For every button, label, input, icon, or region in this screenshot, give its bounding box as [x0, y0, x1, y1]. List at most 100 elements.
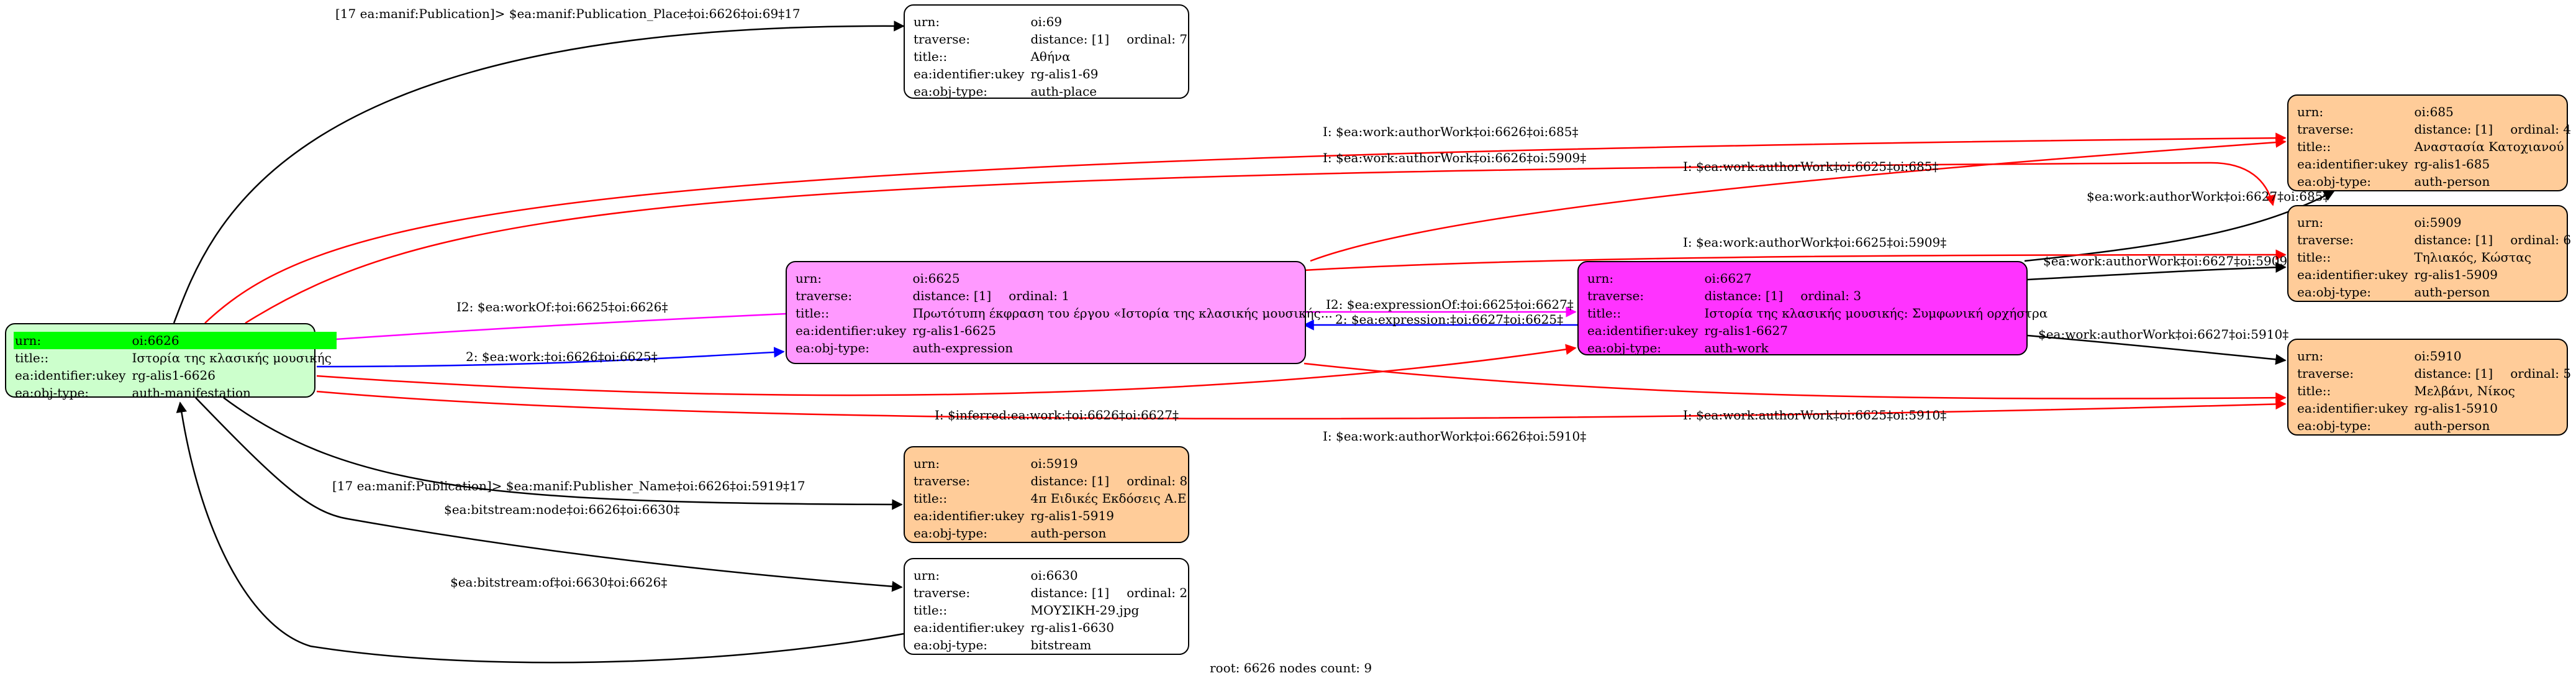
node-urn: oi:5909	[2414, 215, 2462, 230]
node-oi-5909[interactable]: urn:oi:5909 traverse:distance: [1]ordina…	[2287, 205, 2572, 302]
node-title: 4π Ειδικές Εκδόσεις Α.Ε	[1030, 491, 1187, 506]
key-traverse: traverse:	[2297, 366, 2354, 381]
edge-label-workof: I2: $ea:workOf:‡oi:6625‡oi:6626‡	[456, 299, 668, 314]
edge-bitstream-node	[195, 397, 903, 592]
key-objtype: ea:obj-type:	[15, 385, 89, 400]
node-objtype: auth-person	[2414, 174, 2490, 189]
node-oi-6626[interactable]: urn:oi:6626 title::Ιστορία της κλασικής …	[5, 323, 337, 400]
edge-label-publisher-name: [17 ea:manif:Publication]> $ea:manif:Pub…	[332, 478, 805, 493]
node-objtype: auth-person	[2414, 285, 2490, 299]
node-distance: distance: [1]	[2414, 122, 2493, 137]
key-objtype: ea:obj-type:	[914, 526, 988, 541]
key-title: title::	[2297, 383, 2331, 398]
edge-6626-authorwork-685	[204, 132, 2287, 324]
edge-6626-authorwork-5909	[245, 162, 2276, 324]
node-distance: distance: [1]	[912, 288, 992, 303]
node-title: Πρωτότυπη έκφραση του έργου «Ιστορία της…	[912, 306, 1333, 321]
node-oi-5919[interactable]: urn:oi:5919 traverse:distance: [1]ordina…	[904, 446, 1189, 543]
key-title: title::	[796, 306, 830, 321]
key-traverse: traverse:	[914, 473, 971, 488]
node-urn: oi:69	[1030, 14, 1063, 29]
edge-label-6627-authorwork-685: $ea:work:authorWork‡oi:6627‡oi:685‡	[2087, 189, 2329, 204]
key-title: title::	[914, 491, 948, 506]
edge-6625-authorwork-5909	[1304, 249, 2287, 272]
node-distance: distance: [1]	[2414, 366, 2493, 381]
node-identifier: rg-alis1-6627	[1704, 323, 1788, 338]
node-ordinal: ordinal: 2	[1127, 585, 1188, 600]
edge-label-expressionof: I2: $ea:expressionOf:‡oi:6625‡oi:6627‡	[1326, 297, 1574, 312]
node-objtype: auth-expression	[912, 340, 1014, 355]
node-ordinal: ordinal: 6	[2510, 232, 2572, 247]
key-urn: urn:	[2297, 349, 2324, 363]
edge-workof	[317, 313, 786, 345]
key-objtype: ea:obj-type:	[914, 638, 988, 652]
key-identifier: ea:identifier:ukey	[2297, 401, 2408, 416]
key-identifier: ea:identifier:ukey	[2297, 157, 2408, 171]
node-identifier: rg-alis1-5909	[2414, 267, 2498, 282]
edge-6625-authorwork-685	[1310, 137, 2287, 262]
edge-publisher-name	[223, 396, 903, 510]
edge-work	[316, 347, 785, 368]
graph-caption: root: 6626 nodes count: 9	[1210, 660, 1372, 675]
node-oi-6630[interactable]: urn:oi:6630 traverse:distance: [1]ordina…	[904, 558, 1189, 655]
node-identifier: rg-alis1-6626	[132, 368, 215, 383]
edge-label-6625-authorwork-5909: I: $ea:work:authorWork‡oi:6625‡oi:5909‡	[1683, 235, 1947, 250]
key-urn: urn:	[2297, 104, 2324, 119]
edge-label-bitstream-node: $ea:bitstream:node‡oi:6626‡oi:6630‡	[444, 502, 680, 517]
node-urn: oi:6627	[1704, 271, 1752, 286]
node-identifier: rg-alis1-5910	[2414, 401, 2498, 416]
node-distance: distance: [1]	[1030, 473, 1110, 488]
key-urn: urn:	[14, 332, 131, 349]
node-oi-6627[interactable]: urn:oi:6627 traverse:distance: [1]ordina…	[1577, 261, 2048, 355]
edge-label-expression: 2: $ea:expression:‡oi:6627‡oi:6625‡	[1335, 312, 1564, 327]
node-oi-5910[interactable]: urn:oi:5910 traverse:distance: [1]ordina…	[2287, 339, 2571, 436]
key-identifier: ea:identifier:ukey	[914, 66, 1025, 81]
node-objtype: auth-place	[1030, 84, 1097, 99]
key-identifier: ea:identifier:ukey	[2297, 267, 2408, 282]
key-title: title::	[1587, 306, 1621, 321]
key-traverse: traverse:	[2297, 122, 2354, 137]
node-ordinal: ordinal: 4	[2510, 122, 2572, 137]
edge-label-6626-authorwork-5909: I: $ea:work:authorWork‡oi:6626‡oi:5909‡	[1323, 150, 1587, 165]
node-objtype: auth-manifestation	[132, 385, 251, 400]
key-title: title::	[15, 350, 49, 365]
node-identifier: rg-alis1-685	[2414, 157, 2490, 171]
node-title: ΜΟΥΣΙΚΗ-29.jpg	[1030, 603, 1140, 618]
key-objtype: ea:obj-type:	[2297, 174, 2372, 189]
node-identifier: rg-alis1-69	[1030, 66, 1099, 81]
node-urn: oi:685	[2414, 104, 2454, 119]
edge-6627-authorwork-5909	[2027, 262, 2287, 281]
node-distance: distance: [1]	[1030, 585, 1110, 600]
node-oi-69[interactable]: urn:oi:69 traverse:distance: [1]ordinal:…	[904, 4, 1189, 99]
node-ordinal: ordinal: 7	[1127, 32, 1188, 47]
key-traverse: traverse:	[1587, 288, 1644, 303]
node-ordinal: ordinal: 1	[1009, 288, 1070, 303]
edge-6625-authorwork-5910	[1304, 362, 2287, 403]
node-urn: oi:5919	[1030, 456, 1078, 471]
node-urn: oi:6625	[912, 271, 960, 286]
edge-bitstream-of	[176, 401, 904, 664]
edge-6627-authorwork-5910	[2027, 334, 2287, 365]
node-identifier: rg-alis1-5919	[1030, 508, 1114, 523]
key-urn: urn:	[914, 14, 940, 29]
key-identifier: ea:identifier:ukey	[1587, 323, 1698, 338]
node-oi-685[interactable]: urn: oi:685 traverse: distance: [1] ordinal…	[2287, 94, 2572, 191]
node-ordinal: ordinal: 8	[1127, 473, 1188, 488]
key-urn: urn:	[796, 271, 822, 286]
key-objtype: ea:obj-type:	[2297, 418, 2372, 433]
node-objtype: auth-work	[1704, 340, 1769, 355]
key-traverse: traverse:	[914, 585, 971, 600]
key-identifier: ea:identifier:ukey	[914, 508, 1025, 523]
node-oi-6625[interactable]: urn:oi:6625 traverse:distance: [1]ordina…	[786, 261, 1333, 364]
key-identifier: ea:identifier:ukey	[796, 323, 907, 338]
key-urn: urn:	[2297, 215, 2324, 230]
key-urn: urn:	[1587, 271, 1614, 286]
node-urn: oi:6626	[130, 332, 337, 349]
node-ordinal: ordinal: 3	[1800, 288, 1862, 303]
edge-label-bitstream-of: $ea:bitstream:of‡oi:6630‡oi:6626‡	[450, 575, 668, 590]
node-distance: distance: [1]	[2414, 232, 2493, 247]
node-title: Μελβάνι, Νίκος	[2414, 383, 2515, 398]
key-title: title::	[914, 603, 948, 618]
edge-publication-place	[173, 21, 905, 324]
